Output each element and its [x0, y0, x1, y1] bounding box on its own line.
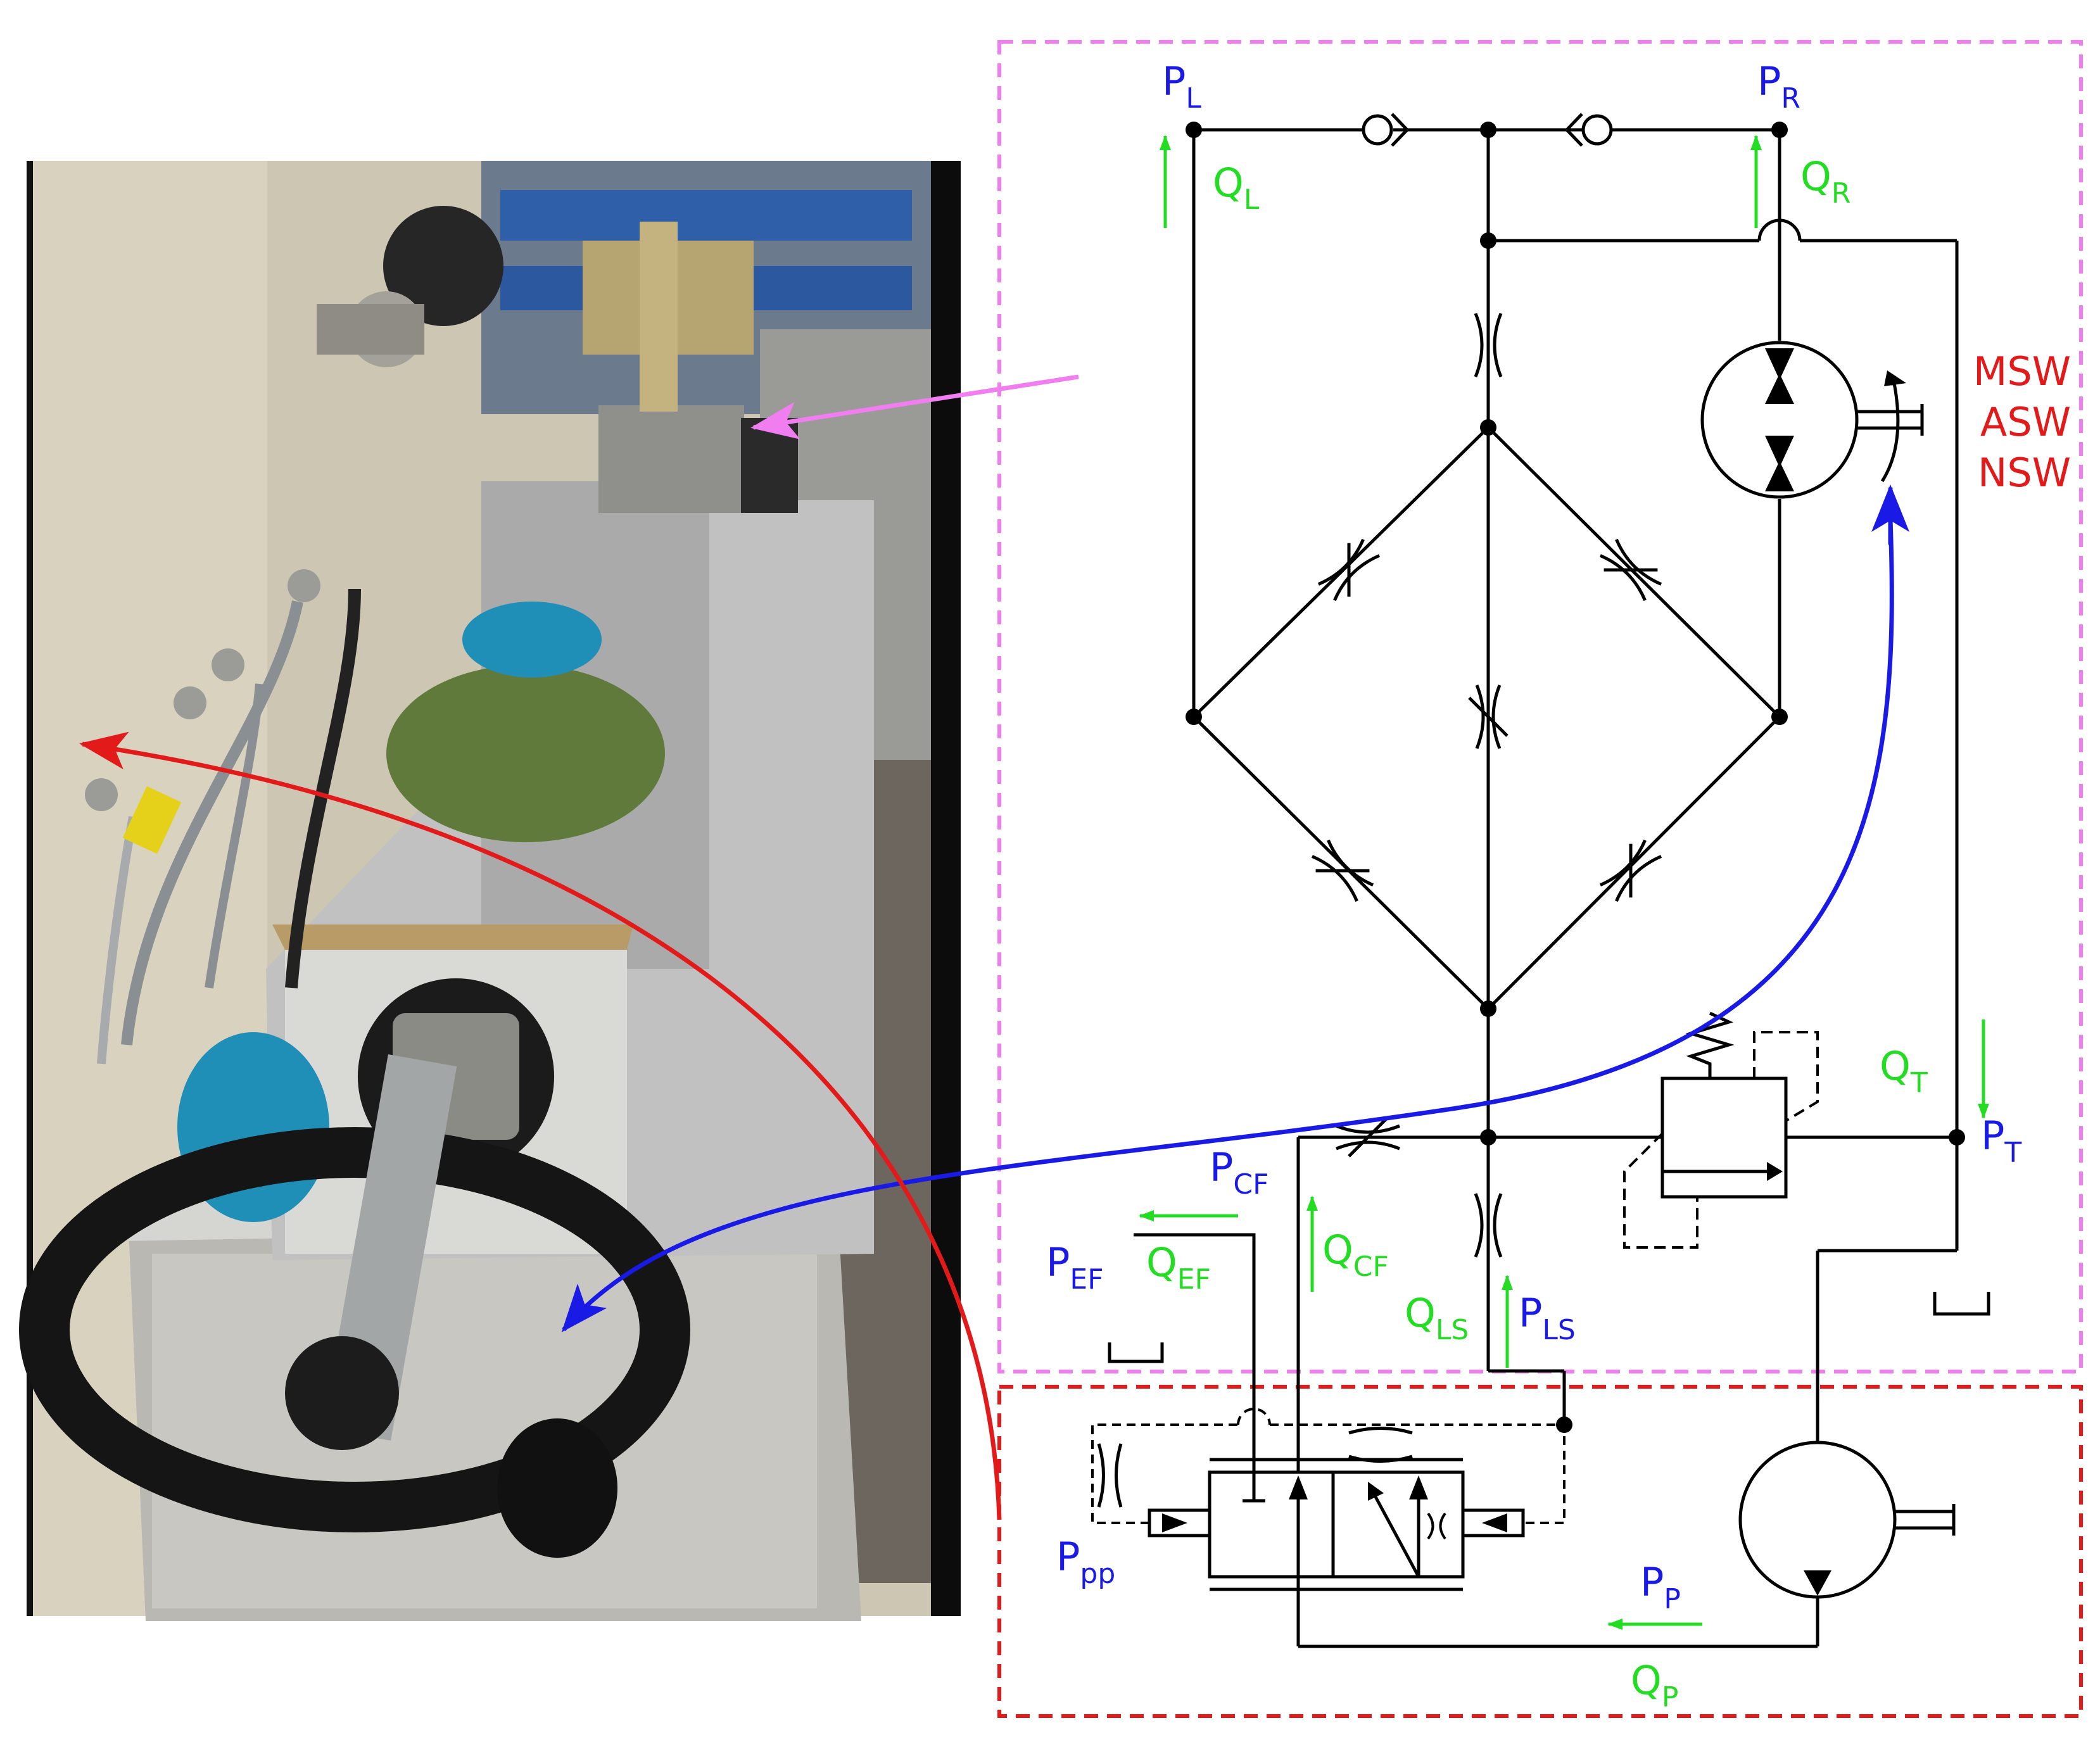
svg-text:PP: PP [1640, 1559, 1681, 1615]
svg-text:PLS: PLS [1519, 1290, 1576, 1346]
label-PCF: PCF [1210, 1144, 1268, 1201]
photo-pointer-arrow [750, 374, 1079, 439]
pump-symbol [1738, 1441, 1956, 1599]
label-QP: QP [1631, 1657, 1678, 1714]
svg-text:PT: PT [1981, 1113, 2021, 1169]
label-QEF: QEF [1146, 1239, 1211, 1296]
svg-text:PL: PL [1162, 58, 1201, 115]
mode-label-asw: ASW [1980, 399, 2071, 445]
svg-text:PR: PR [1757, 58, 1800, 115]
check-valve-right [1564, 113, 1613, 147]
test-rig-photo [19, 161, 961, 1621]
relief-valve [1623, 1011, 1819, 1249]
pump-link-arrow [79, 731, 1002, 1520]
svg-text:QEF: QEF [1146, 1239, 1211, 1296]
priority-valve [1091, 1408, 1566, 1591]
fixed-orifices [1097, 313, 1503, 1508]
flow-arrows [1139, 135, 1989, 1630]
label-PT: PT [1981, 1113, 2021, 1169]
label-QL: QL [1213, 160, 1260, 216]
label-Ppp: Ppp [1056, 1534, 1115, 1590]
svg-text:QCF: QCF [1322, 1227, 1389, 1283]
label-QLS: QLS [1405, 1290, 1469, 1346]
variable-orifices [1311, 538, 1662, 1158]
mode-label-msw: MSW [1973, 348, 2071, 394]
wheel-link-arrow [561, 519, 1894, 1332]
mode-label-nsw: NSW [1978, 450, 2071, 496]
check-valve-left [1362, 113, 1410, 147]
hydraulic-circuit [1108, 128, 1990, 1648]
svg-text:Ppp: Ppp [1056, 1534, 1115, 1590]
label-QT: QT [1880, 1043, 1928, 1099]
svg-text:QP: QP [1631, 1657, 1678, 1714]
label-PP: PP [1640, 1559, 1681, 1615]
label-QR: QR [1800, 153, 1850, 210]
label-QCF: QCF [1322, 1227, 1389, 1283]
svg-text:QLS: QLS [1405, 1290, 1469, 1346]
label-PLS: PLS [1519, 1290, 1576, 1346]
pump-block-frame [997, 1385, 2083, 1718]
svg-text:QL: QL [1213, 160, 1260, 216]
label-PR: PR [1757, 58, 1800, 115]
svg-text:QT: QT [1880, 1043, 1928, 1099]
label-PL: PL [1162, 58, 1201, 115]
svg-text:PEF: PEF [1046, 1239, 1104, 1296]
svg-text:PCF: PCF [1210, 1144, 1268, 1201]
steering-motor-symbol [1700, 341, 1924, 499]
junction-dots [1186, 122, 1965, 1433]
svg-text:QR: QR [1800, 153, 1850, 210]
label-PEF: PEF [1046, 1239, 1104, 1296]
